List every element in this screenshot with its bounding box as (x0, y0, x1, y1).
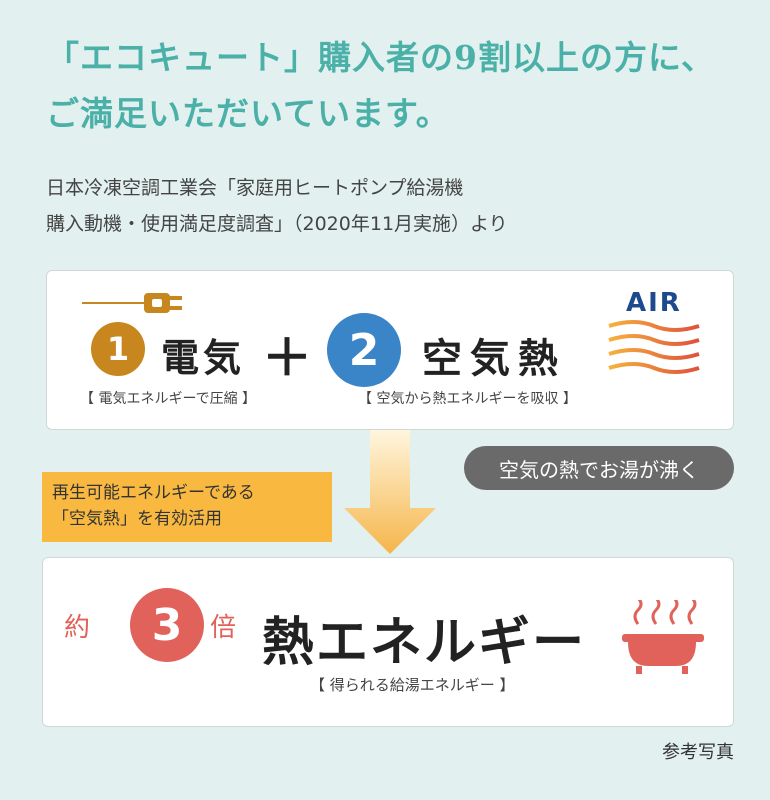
headline-line-2: ご満足いただいています。 (46, 94, 450, 133)
heat-water-badge: 空気の熱でお湯が沸く (464, 446, 734, 490)
air-label: AIR (626, 288, 682, 318)
reference-photo-note: 参考写真 (662, 742, 734, 763)
step-2-badge: 2 (327, 313, 401, 387)
air-heat-title: 空気熱 (422, 336, 566, 382)
renewable-note: 再生可能エネルギーである 「空気熱」を有効活用 (42, 472, 332, 542)
multiplier-badge: 3 (130, 588, 204, 662)
air-heat-caption: 【 空気から熱エネルギーを吸収 】 (358, 391, 577, 407)
headline-line-1: 「エコキュート」購入者の9割以上の方に、 (46, 38, 715, 77)
electricity-title: 電気 (161, 336, 246, 380)
times-label: 倍 (210, 613, 237, 643)
result-card (42, 557, 734, 727)
steaming-bathtub-icon (622, 600, 704, 674)
headline: 「エコキュート」購入者の9割以上の方に、 ご満足いただいています。 (46, 30, 756, 142)
air-waves-icon (608, 320, 700, 374)
note-line-1: 再生可能エネルギーである (52, 483, 255, 503)
electricity-caption: 【 電気エネルギーで圧縮 】 (80, 391, 257, 407)
note-line-2: 「空気熱」を有効活用 (52, 509, 222, 529)
step-1-badge: 1 (91, 322, 145, 376)
plug-icon (82, 293, 182, 313)
plus-sign: ＋ (262, 329, 316, 387)
heat-energy-caption: 【 得られる給湯エネルギー 】 (310, 676, 515, 694)
approx-label: 約 (64, 613, 91, 643)
source-line-1: 日本冷凍空調工業会「家庭用ヒートポンプ給湯機 (46, 177, 464, 199)
source-line-2: 購入動機・使用満足度調査」（2020年11月実施）より (46, 213, 508, 235)
down-arrow-icon (344, 430, 436, 554)
heat-energy-title: 熱エネルギー (262, 613, 587, 673)
survey-source: 日本冷凍空調工業会「家庭用ヒートポンプ給湯機 購入動機・使用満足度調査」（202… (46, 170, 508, 242)
